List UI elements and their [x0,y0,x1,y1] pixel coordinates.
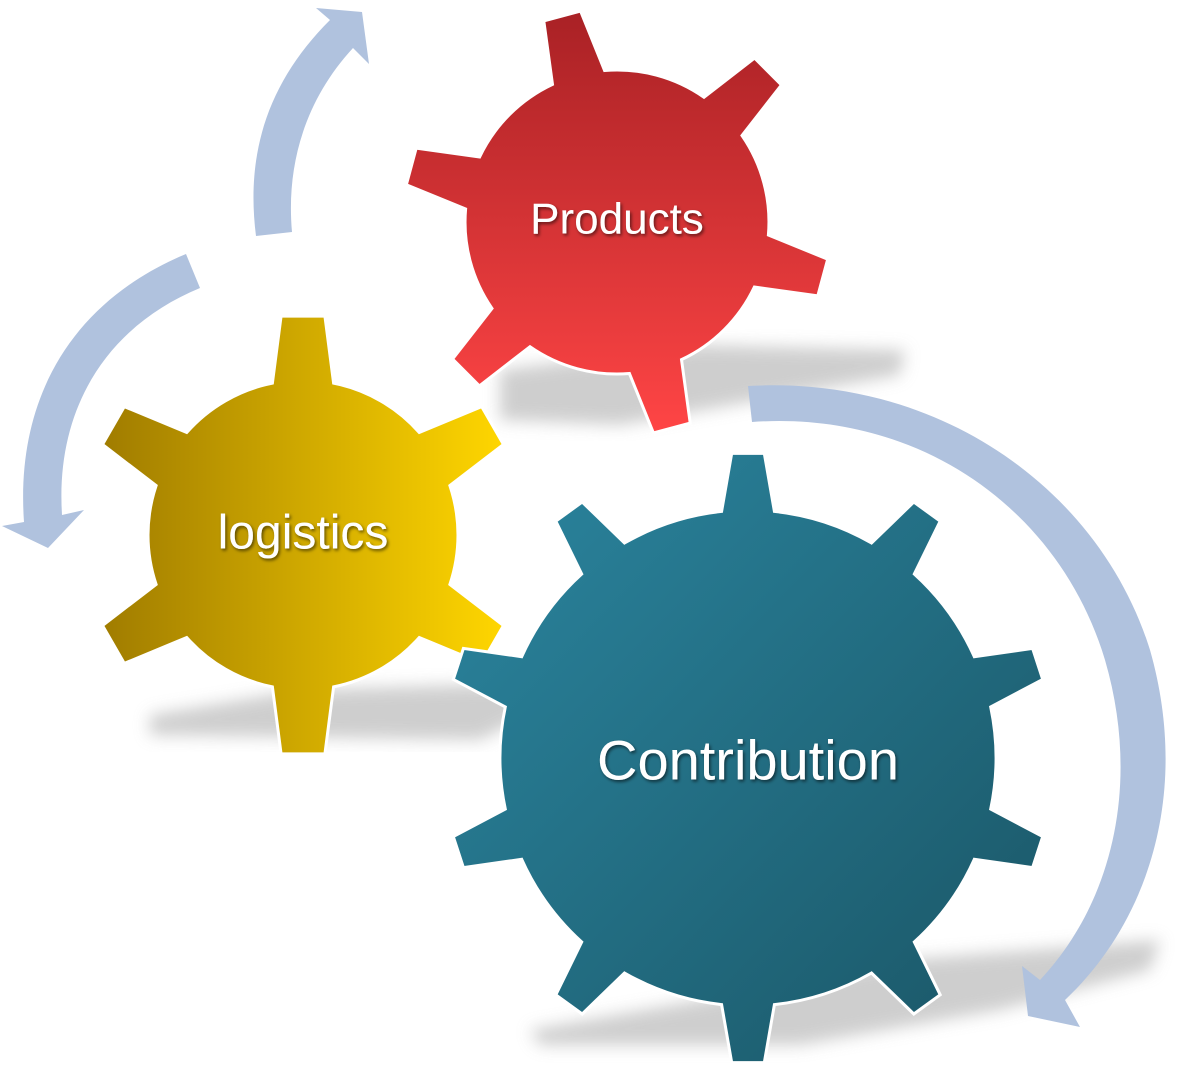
cycle-arrows [2,8,1166,1027]
cycle-arrow-icon [748,385,1166,1027]
products-label: Products [530,195,704,244]
cycle-arrow-icon [253,8,369,236]
logistics-gear: logistics [100,314,506,756]
logistics-label: logistics [218,507,389,560]
contribution-label: Contribution [597,729,899,792]
cycle-arrow-icon [2,254,200,548]
contribution-gear: Contribution [451,451,1045,1065]
logistics-gear-shape [100,314,506,756]
contribution-gear-shape [451,451,1045,1065]
contribution-gear-shadow [530,940,1160,1045]
products-gear-shape [404,9,830,435]
products-gear: Products [404,9,830,435]
